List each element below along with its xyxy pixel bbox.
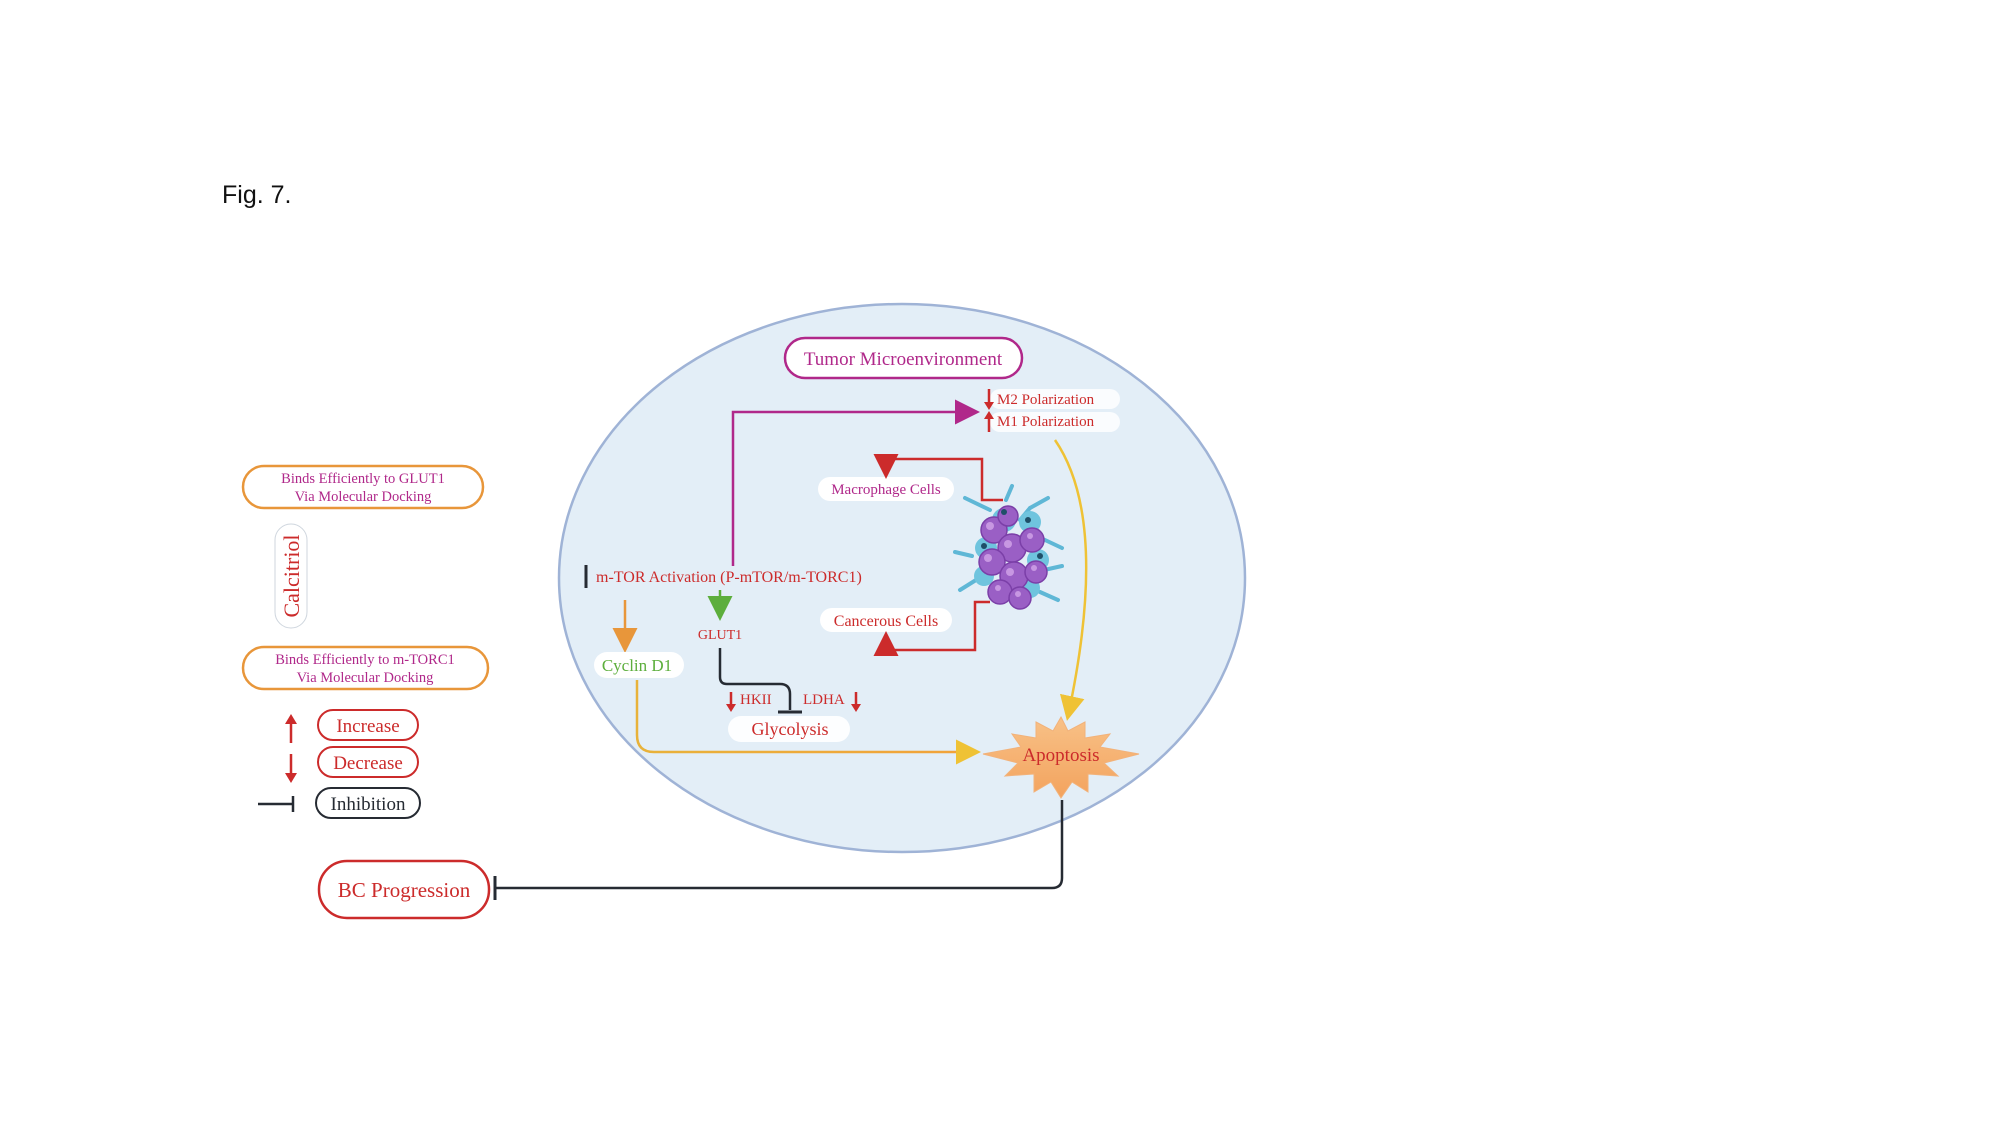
m1-polarization-label: M1 Polarization xyxy=(997,414,1095,430)
glut1-binding-box xyxy=(241,464,485,510)
glycolysis-pill xyxy=(728,716,850,742)
tme-label: Tumor Microenvironment xyxy=(804,349,1003,370)
m1-polarization-pill xyxy=(990,412,1120,432)
glut1-to-glycolysis-inhibition xyxy=(718,648,792,710)
calcitriol-label-box xyxy=(274,523,308,629)
mtorc1-binding-box xyxy=(241,645,490,691)
legend-inhibition-box xyxy=(315,787,421,819)
mtorc1-binding-line2: Via Molecular Docking xyxy=(297,670,434,686)
apoptosis-label: Apoptosis xyxy=(1022,745,1099,766)
decrease-arrow-icon xyxy=(984,389,994,410)
cyclin-to-apoptosis-arrow xyxy=(635,680,981,765)
cyclin-d1-label: Cyclin D1 xyxy=(602,656,672,675)
glut1-binding-line2: Via Molecular Docking xyxy=(295,489,432,505)
cancerous-cells-pill xyxy=(820,608,952,632)
legend-increase-label: Increase xyxy=(336,716,399,737)
hkii-label: HKII xyxy=(740,692,772,708)
figure-caption: Fig. 7. xyxy=(222,181,292,209)
calcitriol-label: Calcitriol xyxy=(279,534,304,617)
tumor-cluster-icon xyxy=(953,484,1064,610)
tumor-to-macrophage-arrow xyxy=(873,454,1003,502)
mtor-to-polarization-arrow xyxy=(731,399,980,566)
increase-arrow-icon xyxy=(984,411,994,432)
mtorc1-binding-line1: Binds Efficiently to m-TORC1 xyxy=(275,652,455,668)
glycolysis-label: Glycolysis xyxy=(751,719,828,739)
hkii-decrease-arrow-icon xyxy=(726,692,736,712)
red-down-arrow-icon xyxy=(285,754,297,783)
apoptosis-inhibition-line xyxy=(496,800,1064,890)
legend-decrease-box xyxy=(317,746,419,778)
cyclin-d1-pill xyxy=(594,652,684,678)
polarization-to-apoptosis-arrow xyxy=(1053,439,1088,721)
glut1-binding-line1: Binds Efficiently to GLUT1 xyxy=(281,471,445,487)
ldha-label: LDHA xyxy=(803,692,845,708)
apoptosis-starburst-icon xyxy=(982,715,1140,799)
glut1-label: GLUT1 xyxy=(698,628,742,643)
mtor-activation-label: m-TOR Activation (P-mTOR/m-TORC1) xyxy=(596,569,862,586)
cancerous-cells-label: Cancerous Cells xyxy=(834,613,938,630)
macrophage-cells-pill xyxy=(818,477,954,501)
tumor-to-cancerous-arrow xyxy=(873,600,990,656)
bc-progression-box xyxy=(317,859,491,920)
legend-increase-box xyxy=(317,709,419,741)
red-up-arrow-icon xyxy=(285,714,297,743)
legend-inhibition-label: Inhibition xyxy=(331,794,406,815)
legend: Increase Decrease Inhibition xyxy=(258,709,421,819)
m2-polarization-pill xyxy=(990,389,1120,409)
tme-label-box xyxy=(783,336,1024,380)
macrophage-cells-label: Macrophage Cells xyxy=(831,482,941,498)
m2-polarization-label: M2 Polarization xyxy=(997,392,1095,408)
legend-decrease-label: Decrease xyxy=(333,753,403,774)
inhibition-tbar-icon xyxy=(258,796,295,812)
ldha-decrease-arrow-icon xyxy=(851,692,861,712)
bc-progression-label: BC Progression xyxy=(338,878,471,902)
